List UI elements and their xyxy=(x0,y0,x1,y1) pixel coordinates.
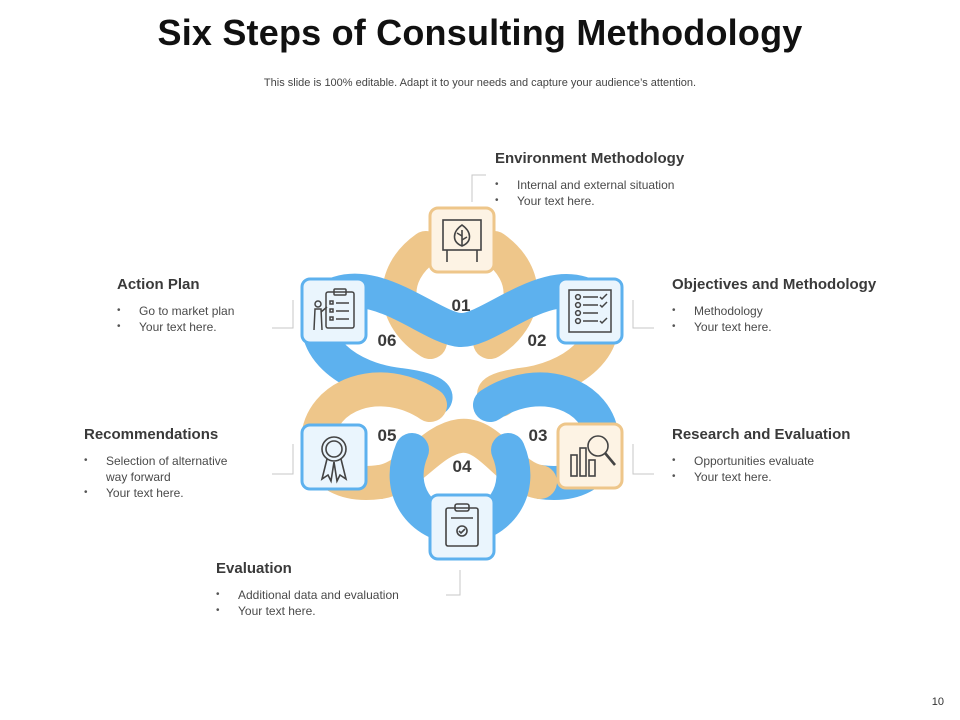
step-block-03: Research and Evaluation Opportunities ev… xyxy=(672,426,912,485)
step-title: Evaluation xyxy=(216,560,292,577)
bullet-item: Methodology xyxy=(672,303,912,319)
leaf-board-icon xyxy=(442,219,482,262)
page-number: 10 xyxy=(931,696,944,708)
ring-segment-blue-top xyxy=(308,273,612,347)
connector-step-01 xyxy=(471,174,486,202)
bullet-item: Opportunities evaluate xyxy=(672,453,912,469)
presenter-board-icon xyxy=(313,288,355,331)
step-bullets: Internal and external situation Your tex… xyxy=(495,177,735,209)
bullet-item: Go to market plan xyxy=(117,303,282,319)
slide-title: Six Steps of Consulting Methodology xyxy=(157,12,803,53)
icon-tile-03 xyxy=(556,422,624,490)
bullet-item: Your text here. xyxy=(84,485,249,501)
step-title: Action Plan xyxy=(117,276,200,293)
step-number-06: 06 xyxy=(378,331,397,350)
icon-tile-04 xyxy=(428,493,496,561)
step-title: Objectives and Methodology xyxy=(672,276,877,293)
award-ribbon-icon xyxy=(320,436,348,484)
bullet-item: Your text here. xyxy=(117,319,282,335)
step-block-05: Recommendations Selection of alternative… xyxy=(84,426,249,501)
bullet-item: Your text here. xyxy=(672,469,912,485)
connector-step-03 xyxy=(632,444,654,475)
step-bullets: Additional data and evaluation Your text… xyxy=(216,587,456,619)
bullet-item: Your text here. xyxy=(672,319,912,335)
bullet-item: Selection of alternative way forward xyxy=(84,453,249,485)
step-number-04: 04 xyxy=(453,457,472,476)
connector-step-05 xyxy=(272,444,294,475)
step-block-01: Environment Methodology Internal and ext… xyxy=(495,150,735,209)
step-bullets: Selection of alternative way forward You… xyxy=(84,453,249,501)
bullet-item: Additional data and evaluation xyxy=(216,587,456,603)
slide-subtitle: This slide is 100% editable. Adapt it to… xyxy=(263,77,697,89)
icon-tile-02 xyxy=(556,277,624,345)
step-title: Recommendations xyxy=(84,426,219,443)
step-title: Environment Methodology xyxy=(495,150,685,167)
step-block-02: Objectives and Methodology Methodology Y… xyxy=(672,276,912,335)
bullet-item: Your text here. xyxy=(216,603,456,619)
step-number-01: 01 xyxy=(452,296,471,315)
step-number-02: 02 xyxy=(528,331,547,350)
bullet-item: Internal and external situation xyxy=(495,177,735,193)
icon-tile-01 xyxy=(428,206,496,274)
icon-tile-06 xyxy=(300,277,368,345)
bullet-item: Your text here. xyxy=(495,193,735,209)
step-block-04: Evaluation Additional data and evaluatio… xyxy=(216,560,456,619)
step-bullets: Opportunities evaluate Your text here. xyxy=(672,453,912,485)
icon-tile-05 xyxy=(300,423,368,491)
checklist-icon xyxy=(568,289,612,333)
step-block-06: Action Plan Go to market plan Your text … xyxy=(117,276,282,335)
connector-step-02 xyxy=(632,300,654,329)
step-bullets: Go to market plan Your text here. xyxy=(117,303,282,335)
bar-chart-magnifier-icon xyxy=(570,435,616,477)
step-number-05: 05 xyxy=(378,426,397,445)
step-number-03: 03 xyxy=(529,426,548,445)
step-bullets: Methodology Your text here. xyxy=(672,303,912,335)
step-title: Research and Evaluation xyxy=(672,426,851,443)
clipboard-check-icon xyxy=(445,503,479,547)
